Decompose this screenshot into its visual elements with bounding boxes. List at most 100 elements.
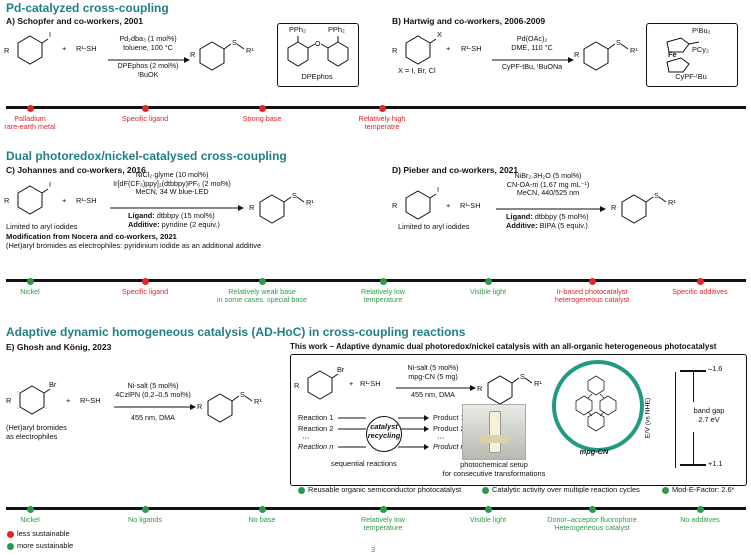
thioether-product: [487, 375, 533, 405]
photochemical-setup-photo: [462, 404, 526, 460]
reaction-1: Reaction 1: [298, 413, 334, 422]
reaction-dots: ⋯: [302, 433, 310, 442]
r-label: R: [574, 50, 580, 59]
feature-bullet: [661, 486, 669, 494]
cond-work-bottom: 455 nm, DMA: [411, 390, 455, 399]
plus: +: [446, 201, 451, 210]
br-label: Br: [337, 365, 345, 374]
bromide-note-2: as electrophiles: [6, 432, 58, 441]
bullet-label: No base: [248, 515, 276, 524]
thioether-product: [583, 41, 629, 71]
vb-level: [680, 464, 706, 466]
halide-note: X = I, Br, Cl: [398, 66, 436, 75]
limit-note-c: Limited to aryl iodides: [6, 222, 78, 231]
section-title-pd: Pd-catalyzed cross-coupling: [6, 1, 169, 15]
ev-bottom: +1.1: [708, 459, 723, 468]
pph2-right: PPh₂: [328, 25, 345, 34]
r1-label: R¹: [630, 46, 638, 55]
r1-label: R¹: [668, 198, 676, 207]
bullet-dot: [258, 104, 266, 112]
mpg-cn-structure: [575, 375, 617, 432]
bromide-note-1: (Het)aryl bromides: [6, 423, 67, 432]
r-label: R: [294, 381, 300, 390]
thioether-product: [199, 41, 245, 71]
i-label: I: [49, 180, 52, 189]
product-dots: ⋯: [437, 433, 445, 442]
recycling-arrows: [338, 415, 429, 450]
r-label: R: [392, 201, 398, 210]
r-label: R: [197, 402, 203, 411]
r-label: R: [392, 46, 398, 55]
r-label: R: [4, 46, 10, 55]
bullet-label: Specific ligand: [121, 114, 169, 123]
bullet-dot: [26, 104, 34, 112]
plus: +: [66, 396, 71, 405]
cond-a-bottom: DPEphos (2 mol%)ᵗBuOK: [117, 61, 179, 79]
heading-e: E) Ghosh and König, 2023: [6, 342, 112, 352]
limit-note-d: Limited to aryl iodides: [398, 222, 470, 231]
cond-a-top: Pd₂dba₃ (1 mol%)toluene, 100 °C: [119, 34, 177, 52]
aryl-iodide-structure: [17, 185, 49, 215]
timeline-dual: [6, 279, 746, 282]
bullet-label: Visible light: [469, 515, 507, 524]
reaction-arrow: [396, 385, 476, 391]
aryl-bromide-structure: [19, 385, 51, 415]
aryl-iodide-structure: [17, 35, 49, 65]
r-label: R: [6, 396, 12, 405]
heading-this-work: This work – Adaptive dynamic dual photor…: [290, 342, 717, 351]
thiol-label: R¹-SH: [76, 44, 97, 53]
thiol-label: R¹-SH: [360, 379, 381, 388]
legend-green-dot: [6, 542, 14, 550]
ptbu2-label: PᵗBu₂: [692, 26, 711, 35]
s-label: S: [292, 191, 297, 200]
cond-work-top: Ni-salt (5 mol%)mpg-CN (5 mg): [407, 363, 459, 381]
bullet-label: No additives: [680, 515, 720, 524]
fe-label: Fe: [668, 50, 677, 59]
timeline-pd: [6, 106, 746, 109]
bullet-dot: [484, 505, 492, 513]
product-2: Product 2: [433, 424, 465, 433]
s-label: S: [616, 38, 621, 47]
ev-top: –1.6: [708, 364, 723, 373]
bullet-dot: [258, 505, 266, 513]
aryl-iodide-structure: [405, 190, 437, 220]
bullet-dot: [588, 277, 596, 285]
catalyst-recycling-circle: [366, 416, 402, 452]
s-label: S: [240, 390, 245, 399]
reaction-arrow: [108, 57, 190, 63]
bullet-dot: [26, 505, 34, 513]
section-title-dual: Dual photoredox/nickel-catalysed cross-c…: [6, 149, 287, 163]
gap-arrow-top: [693, 372, 694, 402]
cond-b-bottom: CyPF-tBu, ᵗBuONa: [501, 62, 563, 71]
bullet-dot: [141, 104, 149, 112]
x-label: X: [437, 30, 442, 39]
svg-text:O: O: [315, 41, 321, 48]
mod-title: Modification from Nocera and co-workers,…: [6, 232, 177, 241]
cypf-label: CyPF-ᵗBu: [675, 72, 707, 81]
reaction-n: Reaction n: [298, 442, 334, 451]
bullet-dot: [141, 277, 149, 285]
bullet-dot: [588, 505, 596, 513]
bullet-label: Strong base: [242, 114, 282, 123]
bullet-label: No ligands: [128, 515, 162, 524]
cb-level: [680, 370, 706, 372]
ferrocene-structure: [666, 37, 700, 73]
aryl-halide-structure: [405, 35, 437, 65]
feature-2: Catalytic activity over multiple reactio…: [492, 485, 640, 494]
r1-label: R¹: [254, 397, 262, 406]
dpephos-structure: O: [287, 36, 349, 67]
sequential-label: sequential reactions: [331, 459, 397, 468]
reaction-arrow: [114, 404, 196, 410]
feature-1: Reusable organic semiconductor photocata…: [308, 485, 462, 494]
bullet-label: Nickel: [20, 515, 40, 524]
i-label: I: [437, 185, 440, 194]
bullet-label: Specific additives: [672, 287, 728, 296]
product-1: Product 1: [433, 413, 465, 422]
